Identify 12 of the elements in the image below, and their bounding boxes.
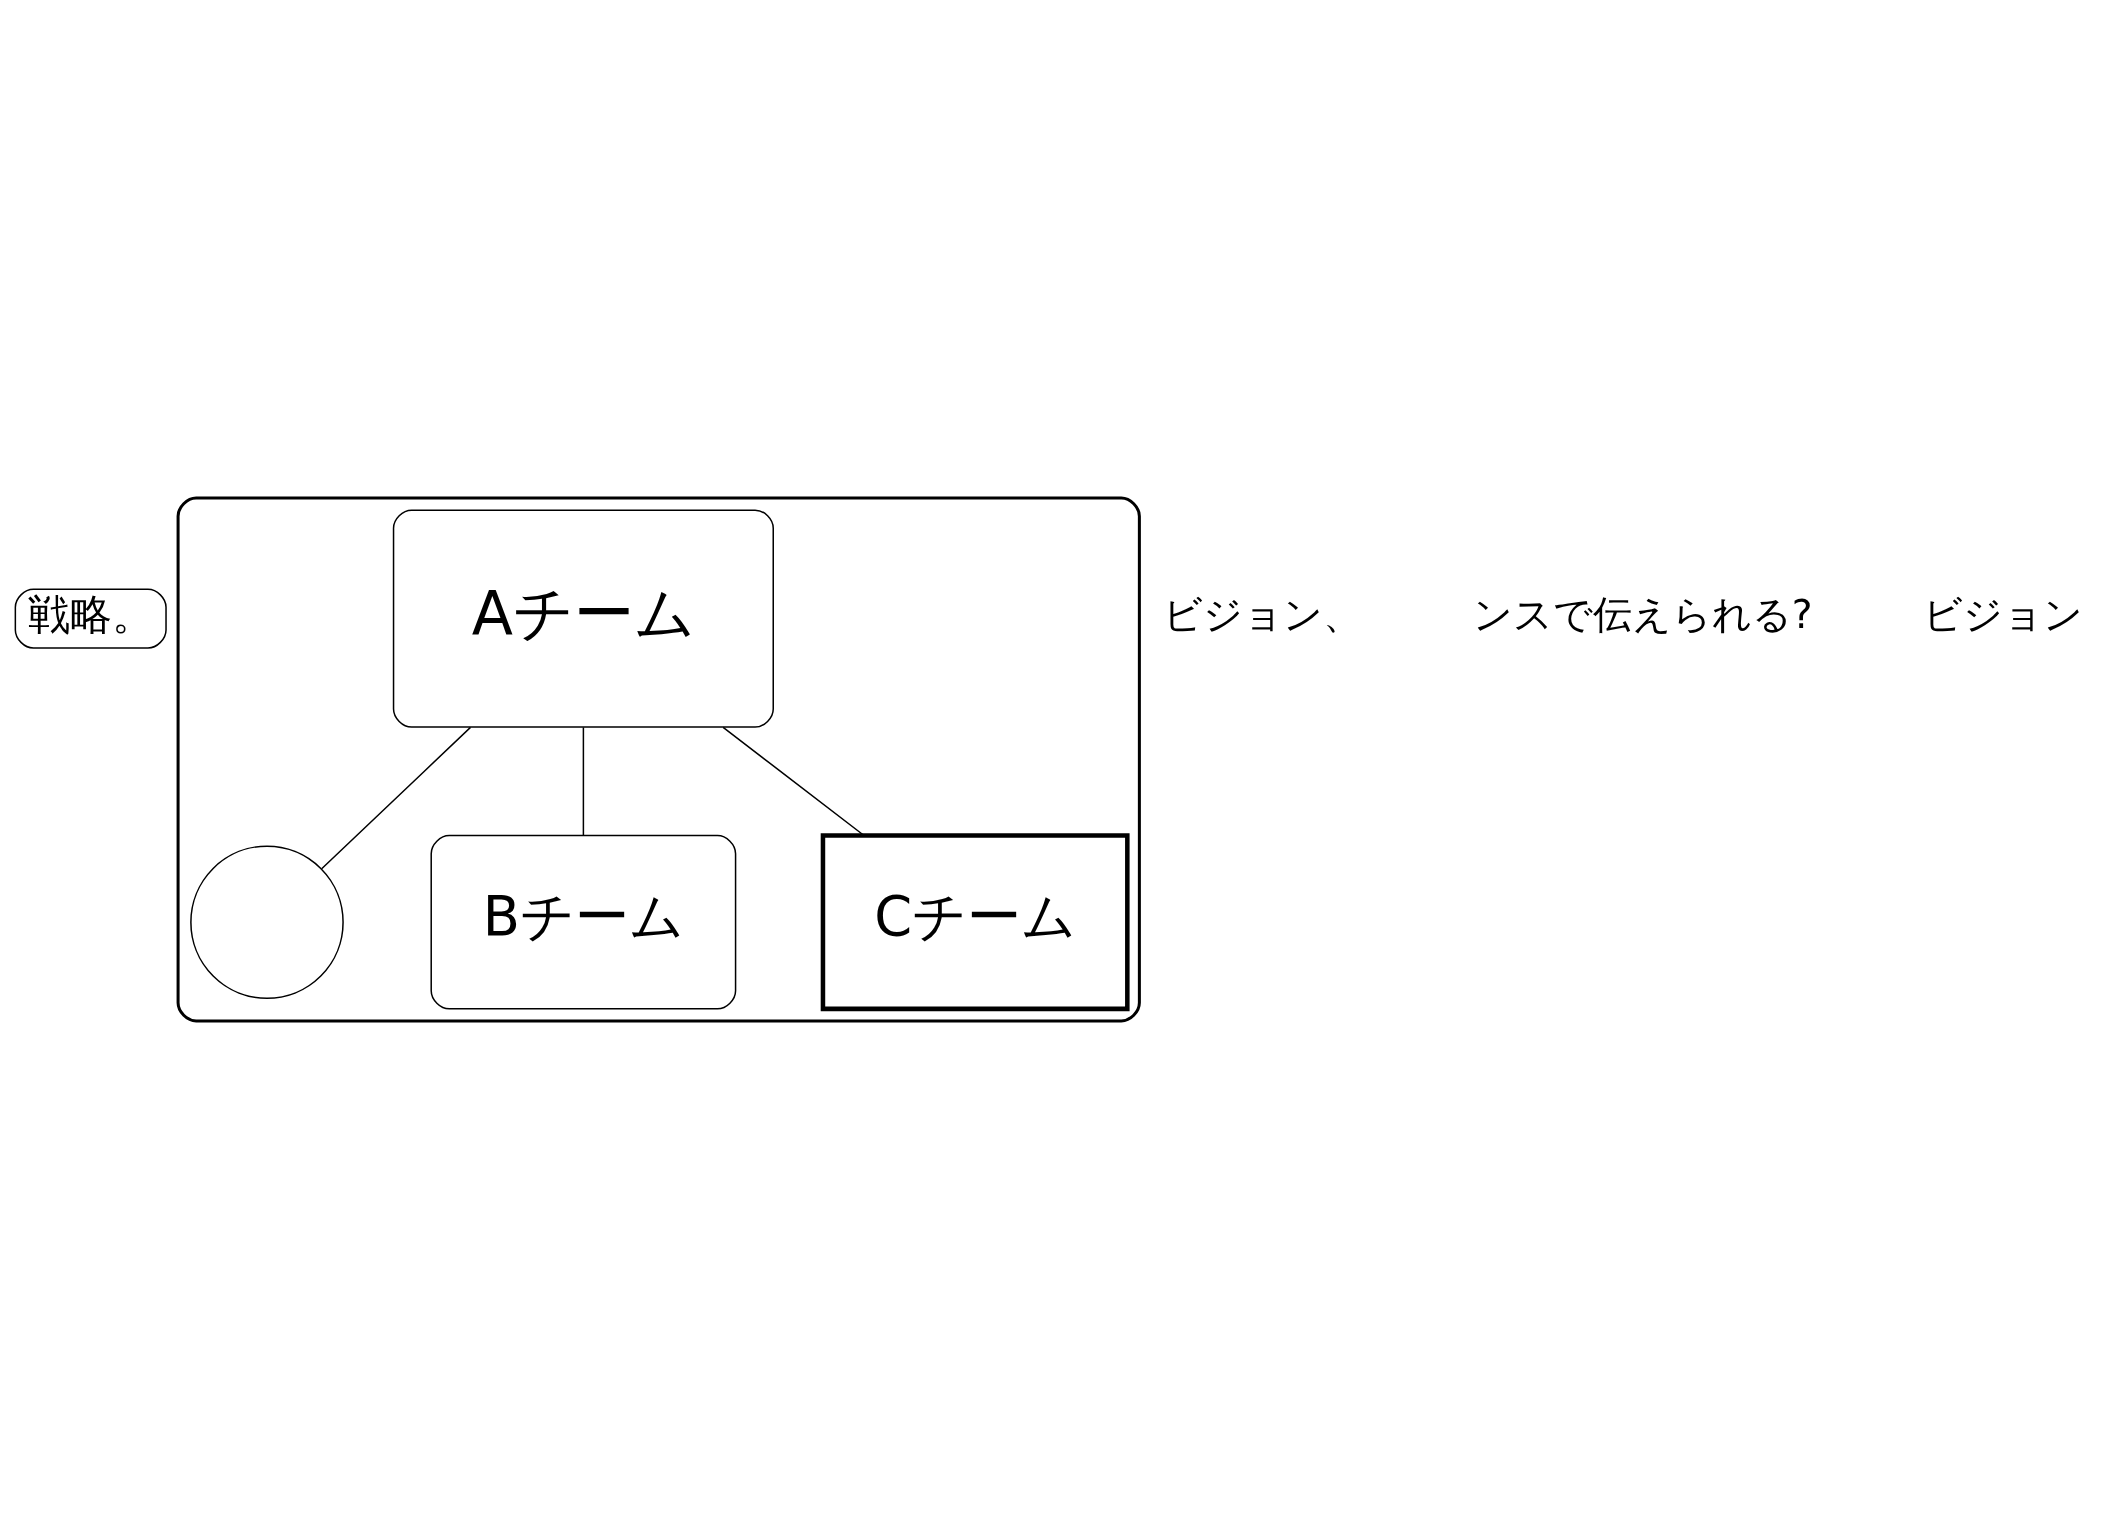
node-circle (190, 845, 344, 1000)
connector (320, 726, 472, 870)
label: ンスで伝えられる? (1472, 592, 1813, 638)
connector (582, 726, 585, 836)
node-box: Aチーム (392, 509, 774, 728)
connector (722, 726, 865, 836)
cluster (176, 496, 1141, 1023)
node-box: 戦略。 (14, 588, 167, 649)
label: ビジョン (1922, 592, 2083, 638)
node-box: Cチーム (820, 833, 1130, 1012)
node-box: Bチーム (430, 834, 737, 1010)
label: ビジョン、 (1163, 592, 1363, 638)
